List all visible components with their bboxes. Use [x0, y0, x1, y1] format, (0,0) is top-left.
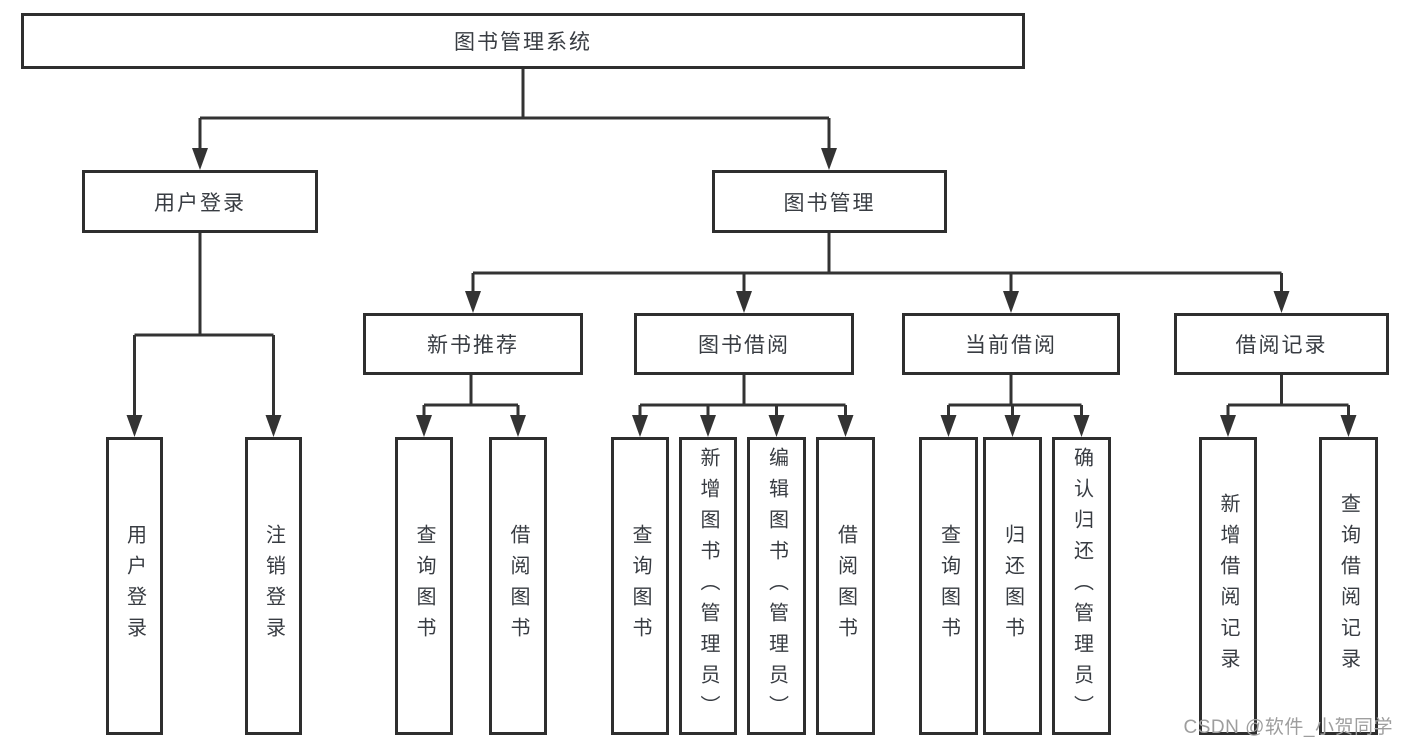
node-query-borrow-record: 查询借阅记录 [1319, 437, 1378, 735]
node-label: 查询图书 [629, 524, 651, 648]
node-label: 新书推荐 [427, 334, 519, 357]
node-label: 图书借阅 [698, 334, 790, 357]
node-label: 查询图书 [413, 524, 435, 648]
arrowheads-new-books-leaves [416, 415, 526, 437]
node-current-borrowing: 当前借阅 [902, 313, 1120, 375]
edge-user-login-to-leaves [133, 233, 275, 417]
node-logout-action: 注销登录 [245, 437, 302, 735]
node-edit-books-admin: 编辑图书（管理员） [747, 437, 806, 735]
node-label: 借阅记录 [1235, 334, 1328, 357]
node-label: 归还图书 [1001, 524, 1024, 648]
node-new-book-recommend: 新书推荐 [363, 313, 583, 375]
edge-current-borrow-to-leaves [947, 375, 1083, 417]
arrowheads-current-borrow-leaves [940, 415, 1090, 437]
node-user-login-module: 用户登录 [82, 170, 318, 233]
node-library-management-system: 图书管理系统 [21, 13, 1025, 69]
node-query-books-recommend: 查询图书 [395, 437, 453, 735]
edge-book-management-to-level3 [471, 233, 1283, 293]
node-label: 注销登录 [262, 524, 285, 648]
edge-borrow-records-to-leaves [1226, 375, 1350, 417]
arrowheads-level3 [465, 291, 1290, 313]
arrowheads-user-login-leaves [126, 415, 282, 437]
node-query-books-borrowing: 查询图书 [611, 437, 669, 735]
node-label: 编辑图书（管理员） [765, 446, 788, 726]
node-borrow-books-borrowing: 借阅图书 [816, 437, 875, 735]
arrowheads-book-borrow-leaves [632, 415, 854, 437]
node-label: 新增借阅记录 [1217, 493, 1239, 679]
edge-root-to-level2 [198, 69, 831, 150]
node-label: 确认归还（管理员） [1070, 446, 1093, 726]
edge-new-books-to-leaves [422, 375, 520, 417]
edge-book-borrow-to-leaves [638, 375, 847, 417]
node-label: 新增图书（管理员） [697, 446, 719, 726]
node-return-books: 归还图书 [983, 437, 1042, 735]
node-label: 用户登录 [154, 191, 246, 215]
watermark-csdn: CSDN @软件_小贺同学 [1183, 717, 1393, 738]
node-book-management-module: 图书管理 [712, 170, 947, 233]
node-book-borrowing: 图书借阅 [634, 313, 854, 375]
node-label: 图书管理 [783, 191, 876, 215]
node-label: 查询借阅记录 [1337, 493, 1360, 679]
node-borrow-books-recommend: 借阅图书 [489, 437, 547, 735]
node-borrowing-records: 借阅记录 [1174, 313, 1389, 375]
node-query-books-current: 查询图书 [919, 437, 978, 735]
node-confirm-return-admin: 确认归还（管理员） [1052, 437, 1111, 735]
node-label: 图书管理系统 [454, 31, 592, 54]
node-add-borrow-record: 新增借阅记录 [1199, 437, 1257, 735]
node-label: 用户登录 [123, 524, 146, 648]
node-label: 借阅图书 [834, 524, 857, 648]
node-label: 查询图书 [937, 524, 960, 648]
arrowheads-level2 [192, 148, 837, 170]
node-label: 当前借阅 [965, 334, 1057, 357]
arrowheads-borrow-records-leaves [1220, 415, 1357, 437]
node-add-books-admin: 新增图书（管理员） [679, 437, 737, 735]
node-label: 借阅图书 [507, 524, 529, 648]
node-user-login-action: 用户登录 [106, 437, 163, 735]
